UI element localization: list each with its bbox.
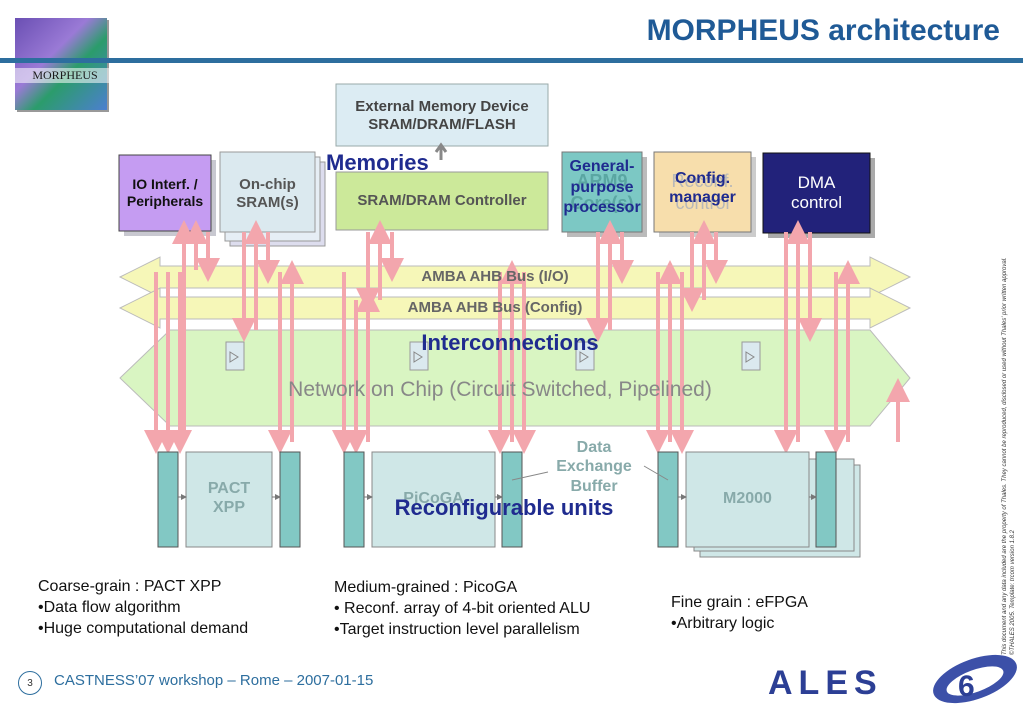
dma-line1: DMA — [797, 172, 836, 192]
external-memory-types: SRAM/DRAM/FLASH — [368, 116, 516, 133]
medium-line2: • Reconf. array of 4-bit oriented ALU — [334, 600, 591, 618]
controller-label: SRAM/DRAM Controller — [357, 192, 527, 209]
pact-line2: XPP — [212, 499, 245, 516]
coarse-line2: •Data flow algorithm — [38, 599, 181, 617]
logo-text: MORPHEUS — [15, 68, 115, 83]
dma-control-block — [762, 152, 875, 238]
reconf-control-background-label: Reconf. control — [654, 170, 751, 216]
arm9-line1: ARM9 — [576, 171, 628, 192]
gp-line1: General- — [569, 157, 635, 175]
arm9-line2: Core(s) — [570, 193, 634, 213]
connection-arrows — [144, 220, 910, 454]
legal-line1: This document and any data included are … — [1002, 257, 1008, 655]
pact-line1: PACT — [207, 479, 251, 497]
reconf-line2: control — [675, 193, 730, 213]
external-memory-arrow — [434, 142, 448, 160]
external-memory-device: External Memory Device — [355, 98, 529, 115]
picoga-unit — [343, 451, 523, 548]
amba-io-label: AMBA AHB Bus (I/O) — [421, 268, 569, 285]
header-divider — [0, 58, 1023, 63]
sram-label-line2: SRAM(s) — [236, 194, 299, 211]
svg-text:6: 6 — [958, 670, 975, 703]
footer-event: CASTNESS’07 workshop – Rome – 2007-01-15 — [54, 672, 374, 689]
sram-label-line1: On-chip — [239, 176, 296, 193]
m2000-label: M2000 — [723, 490, 772, 508]
coarse-line3: •Huge computational demand — [38, 620, 249, 638]
m2000-unit — [657, 451, 861, 558]
page-number: 3 — [18, 671, 42, 695]
legal-line2: ©THALES 2005. Template: trcom version 1.… — [1010, 530, 1016, 655]
fine-line1: Fine grain : eFPGA — [671, 594, 808, 611]
config-manager-label: Config. manager — [654, 166, 751, 210]
config-line1: Config. — [674, 169, 731, 187]
medium-line3: •Target instruction level parallelism — [334, 621, 580, 639]
config-line2: manager — [669, 189, 736, 206]
deb-line1: Data — [576, 439, 612, 457]
medium-line1: Medium-grained : PicoGA — [334, 579, 518, 596]
morpheus-logo: MORPHEUS — [15, 18, 115, 110]
medium-grain-caption: Medium-grained : PicoGA • Reconf. array … — [334, 577, 590, 640]
noc-register-1 — [225, 341, 245, 371]
pact-xpp-unit — [157, 451, 301, 548]
gp-line3: processor — [563, 199, 641, 217]
legal-notice: This document and any data included are … — [1002, 185, 1016, 655]
deb-line3: Buffer — [570, 477, 618, 495]
gp-line2: purpose — [570, 178, 634, 196]
page-title: MORPHEUS architecture — [646, 14, 1000, 47]
interconnections-label: Interconnections — [421, 329, 599, 355]
amba-config-bus — [118, 287, 912, 329]
noc-register-3 — [575, 341, 595, 371]
picoga-label: PiCoGA — [403, 490, 464, 508]
reconf-line1: Reconf. — [671, 171, 734, 192]
arm9-background-label: ARM9 Core(s) — [562, 170, 642, 216]
config-manager-block — [653, 151, 756, 237]
dma-label: DMA control — [763, 170, 870, 216]
amba-config-label: AMBA AHB Bus (Config) — [407, 299, 583, 316]
ales-logo-mark: 6 — [933, 654, 1017, 704]
ales-logo-text: ALES — [768, 664, 883, 702]
coarse-grain-caption: Coarse-grain : PACT XPP •Data flow algor… — [38, 576, 248, 639]
general-purpose-label: General- purpose processor — [552, 154, 652, 222]
deb-line2: Exchange — [556, 458, 632, 476]
io-label: IO Interf. / Peripherals — [119, 170, 211, 216]
dma-line2: control — [790, 193, 843, 212]
memories-label: Memories — [326, 150, 429, 175]
data-exchange-buffer-label: Data Exchange Buffer — [540, 434, 648, 500]
fine-line2: •Arbitrary logic — [671, 615, 775, 633]
noc-register-4 — [741, 341, 761, 371]
sram-label: On-chip SRAM(s) — [220, 172, 315, 216]
coarse-line1: Coarse-grain : PACT XPP — [38, 578, 222, 595]
pact-xpp-label: PACT XPP — [186, 476, 272, 520]
data-exchange-buffer-pointers — [511, 465, 669, 481]
reconfigurable-units-label: Reconfigurable units — [394, 494, 614, 520]
io-label-line2: Peripherals — [126, 193, 204, 209]
noc-register-2 — [409, 341, 429, 371]
external-memory-label: External Memory Device SRAM/DRAM/FLASH — [336, 90, 548, 142]
fine-grain-caption: Fine grain : eFPGA •Arbitrary logic — [671, 592, 808, 634]
noc-label: Network on Chip (Circuit Switched, Pipel… — [288, 378, 712, 402]
io-label-line1: IO Interf. / — [132, 176, 198, 193]
